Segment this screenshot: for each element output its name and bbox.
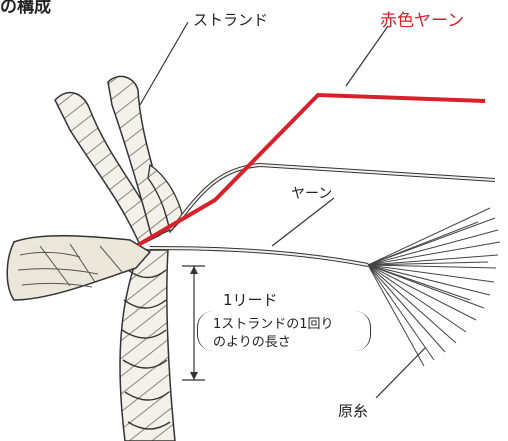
yarn-label: ヤーン [291,186,333,202]
leader-lines [139,21,426,399]
rope-body [119,249,176,441]
red-yarn-label: 赤色ヤーン [380,11,465,31]
red-yarn-line [136,92,486,247]
core-bundle [6,234,152,301]
lead-note-line2: のよりの長さ [213,335,291,350]
fiber-fan [367,207,501,367]
heading-fragment: の構成 [0,0,51,17]
lay-length-dimension [182,265,205,381]
lead-note-line1: 1ストランドの1回り [213,317,334,332]
lead-label: 1リード [223,291,278,309]
fiber-label: 原糸 [338,402,369,420]
lead-note-brackets [197,311,371,351]
yarn-upper [176,162,496,224]
strand-right [147,163,184,234]
yarn-lower [149,246,369,267]
strand-label: ストランド [193,11,269,29]
